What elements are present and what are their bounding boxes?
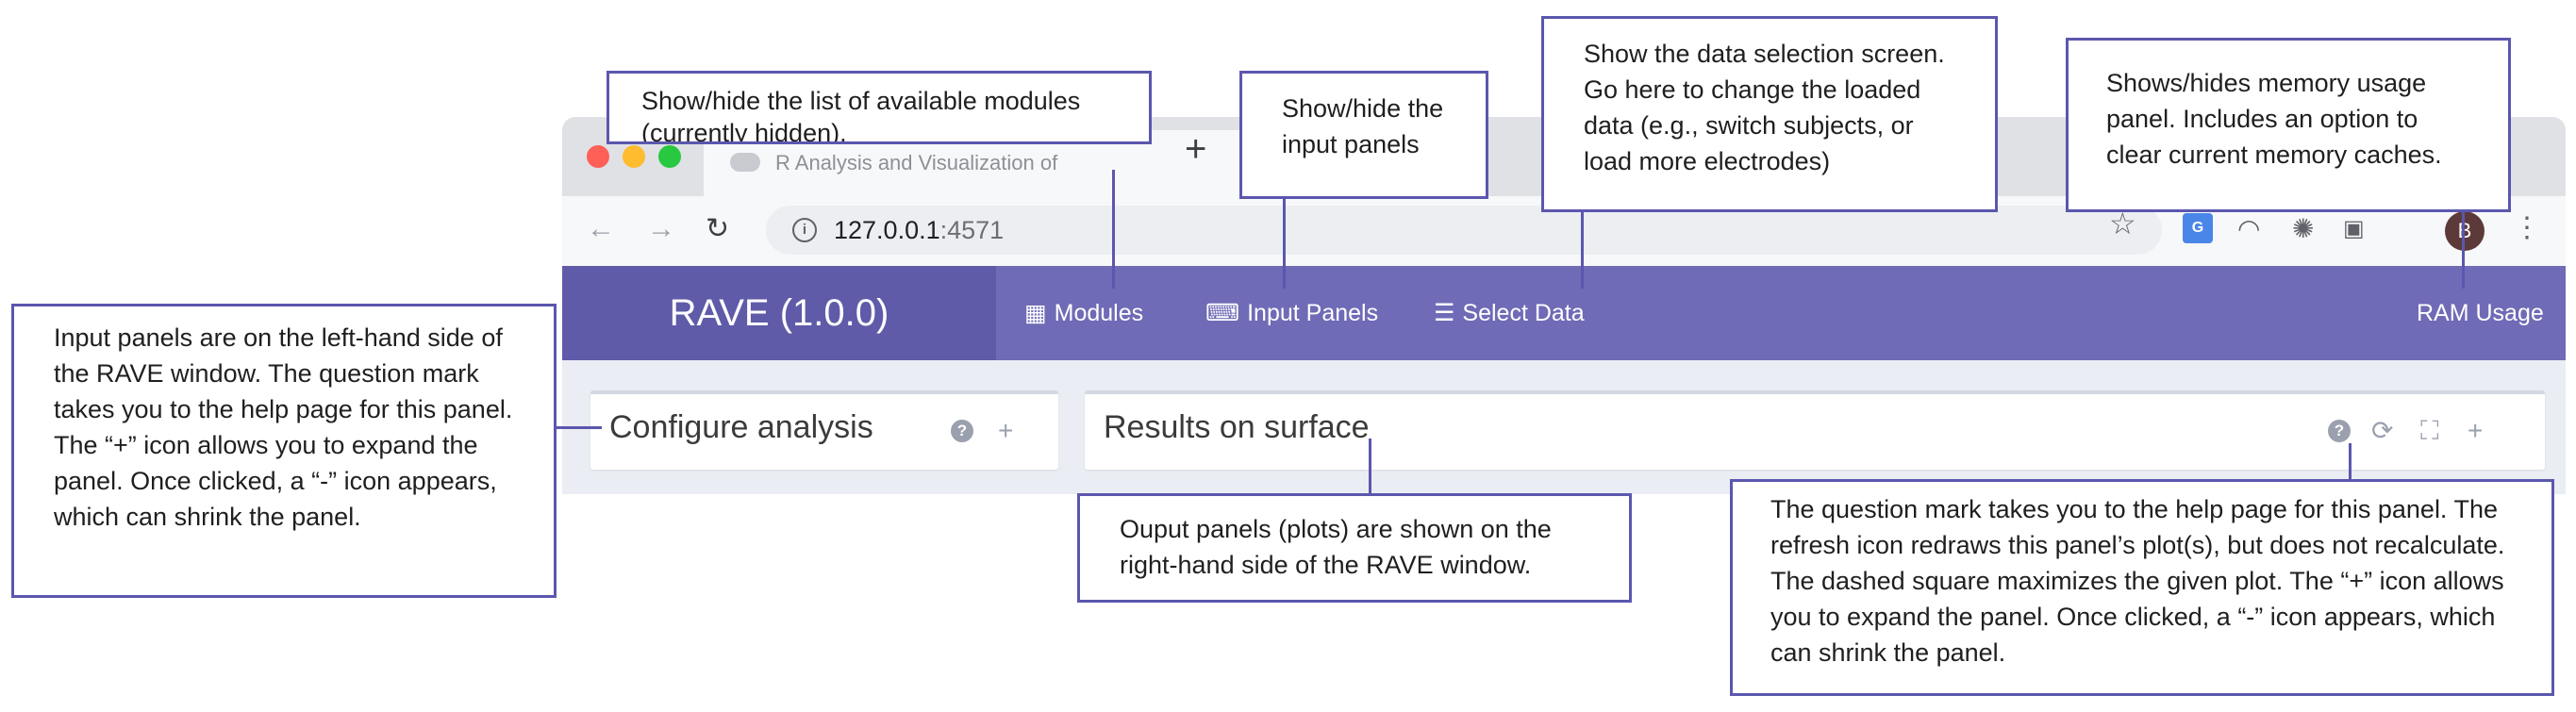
callout-panel-icons: The question mark takes you to the help … [1730,479,2554,696]
nav-modules[interactable]: ▦Modules [1024,300,1144,326]
connector-select-data [1581,209,1584,289]
panel-title: Configure analysis [609,409,873,445]
tab-title: R Analysis and Visualization of [775,151,1058,174]
app-brand[interactable]: RAVE (1.0.0) [562,266,996,360]
connector-output-side [1369,439,1371,495]
minimize-window-button[interactable] [623,145,645,168]
panel-title: Results on surface [1104,409,1370,445]
connector-input-panels [1283,196,1286,289]
menu-dots-icon[interactable]: ⋮ [2513,212,2541,243]
forward-arrow-icon[interactable]: → [647,213,675,244]
checklist-icon: ☰ [1434,300,1455,326]
callout-modules: Show/hide the list of available modules … [607,71,1152,144]
grid-icon: ▦ [1024,300,1047,326]
gear-extension-icon[interactable]: ✺ [2292,214,2315,243]
nav-select-data[interactable]: ☰Select Data [1434,300,1585,326]
url-text: 127.0.0.1:4571 [834,216,1005,244]
browser-window: R Analysis and Visualization of ✕ + ← → … [562,117,2566,494]
help-icon[interactable]: ? [951,420,973,442]
close-window-button[interactable] [587,145,609,168]
rave-navbar: RAVE (1.0.0) ▦Modules ⌨Input Panels ☰Sel… [562,266,2566,360]
callout-select-data: Show the data selection screen. Go here … [1541,16,1998,212]
new-tab-button[interactable]: + [1185,128,1207,170]
video-extension-icon[interactable]: ▣ [2343,216,2365,241]
refresh-icon[interactable]: ⟳ [2371,416,2394,445]
callout-input-panels: Show/hide the input panels [1239,71,1488,199]
connector-modules [1112,170,1115,289]
reload-icon[interactable]: ↻ [706,213,730,244]
info-icon[interactable]: i [792,218,817,242]
profile-avatar[interactable]: B [2445,211,2485,251]
nav-ram-usage[interactable]: RAM Usage [2417,300,2544,326]
address-bar[interactable]: i 127.0.0.1:4571 [766,206,2162,255]
maximize-icon[interactable]: ⛶ [2420,416,2439,445]
expand-plus-icon[interactable]: + [998,416,1014,445]
back-arrow-icon[interactable]: ← [587,213,615,244]
cloud-icon [730,153,760,172]
connector-ram [2462,209,2465,289]
wifi-extension-icon[interactable]: ◠ [2237,214,2261,243]
callout-input-side: Input panels are on the left-hand side o… [11,304,557,598]
help-icon[interactable]: ? [2328,420,2351,442]
bookmark-star-icon[interactable]: ☆ [2109,207,2136,240]
expand-plus-icon[interactable]: + [2468,416,2484,445]
maximize-window-button[interactable] [658,145,681,168]
keyboard-icon: ⌨ [1205,300,1240,326]
connector-panel-icons [2349,443,2352,481]
output-panel: Results on surface ? ⟳ ⛶ + [1085,390,2545,470]
translate-extension-icon[interactable]: G [2183,213,2213,243]
nav-input-panels[interactable]: ⌨Input Panels [1205,300,1379,326]
connector-input-side [555,426,602,429]
input-panel: Configure analysis ? + [590,390,1058,470]
callout-output-side: Ouput panels (plots) are shown on the ri… [1077,493,1632,603]
app-content: Configure analysis ? + Results on surfac… [562,360,2566,494]
callout-ram: Shows/hides memory usage panel. Includes… [2066,38,2511,212]
